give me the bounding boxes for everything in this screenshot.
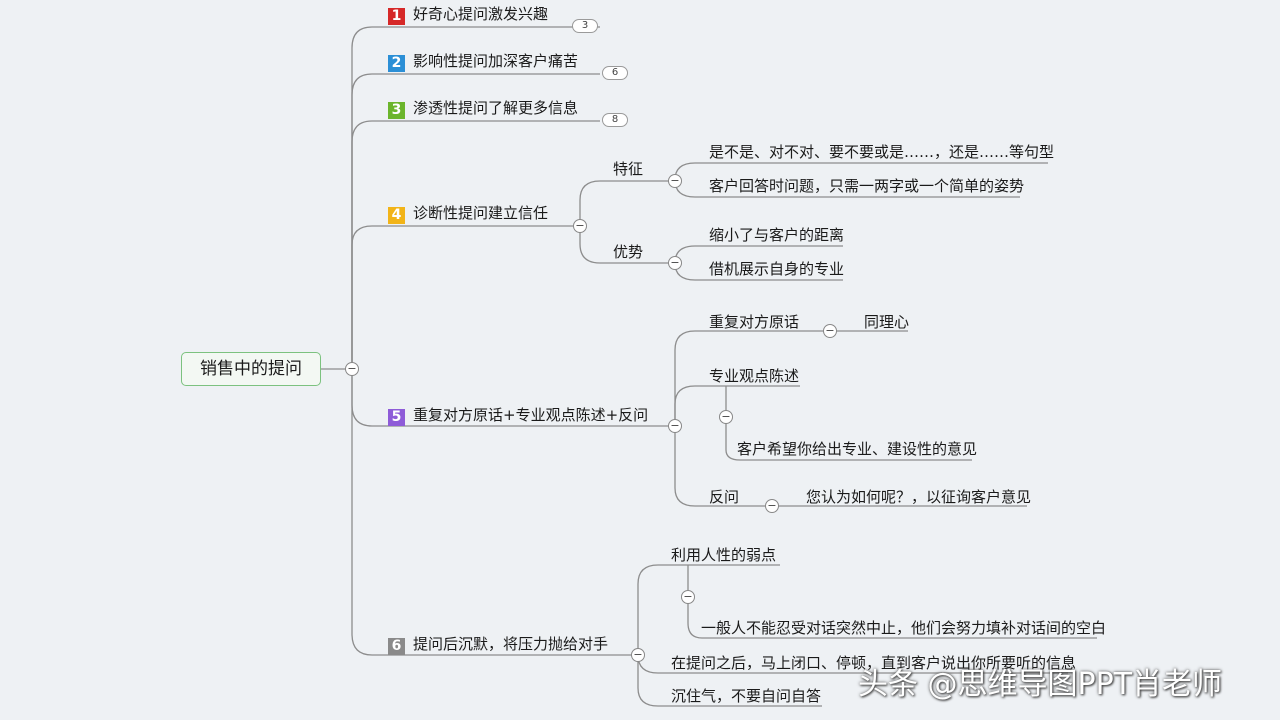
watermark: 头条 @思维导图PPT肖老师 xyxy=(858,667,1223,702)
number-badge-4: 4 xyxy=(388,207,405,224)
topic-customer-expects[interactable]: 客户希望你给出专业、建设性的意见 xyxy=(737,440,978,458)
topic-stay-calm[interactable]: 沉住气，不要自问自答 xyxy=(671,687,822,705)
collapse-button-weakness[interactable]: − xyxy=(681,590,695,604)
expand-count-3[interactable]: 8 xyxy=(602,113,628,127)
expand-count-2[interactable]: 6 xyxy=(602,66,628,80)
topic-features[interactable]: 特征 xyxy=(613,160,644,178)
branch-3-label: 渗透性提问了解更多信息 xyxy=(413,99,579,117)
topic-repeat-words[interactable]: 重复对方原话 xyxy=(709,313,800,331)
expand-count-1[interactable]: 3 xyxy=(572,19,598,33)
branch-2[interactable]: 2 影响性提问加深客户痛苦 xyxy=(388,52,578,72)
topic-professional-view[interactable]: 专业观点陈述 xyxy=(709,367,800,385)
branch-2-label: 影响性提问加深客户痛苦 xyxy=(413,52,579,70)
branch-5-label: 重复对方原话+专业观点陈述+反问 xyxy=(413,406,649,424)
collapse-button-4[interactable]: − xyxy=(573,219,587,233)
number-badge-6: 6 xyxy=(388,638,405,655)
topic-pause-after-question[interactable]: 在提问之后，马上闭口、停顿，直到客户说出你所要听的信息 xyxy=(671,654,1077,672)
collapse-button-professional[interactable]: − xyxy=(719,410,733,424)
number-badge-1: 1 xyxy=(388,8,405,25)
branch-5[interactable]: 5 重复对方原话+专业观点陈述+反问 xyxy=(388,406,648,426)
topic-human-weakness[interactable]: 利用人性的弱点 xyxy=(671,546,777,564)
collapse-button-features[interactable]: − xyxy=(668,174,682,188)
collapse-button-repeat[interactable]: − xyxy=(823,324,837,338)
number-badge-2: 2 xyxy=(388,55,405,72)
branch-1[interactable]: 1 好奇心提问激发兴趣 xyxy=(388,5,548,25)
number-badge-3: 3 xyxy=(388,102,405,119)
topic-fill-silence[interactable]: 一般人不能忍受对话突然中止，他们会努力填补对话间的空白 xyxy=(701,619,1107,637)
topic-feature-2[interactable]: 客户回答时问题，只需一两字或一个简单的姿势 xyxy=(709,177,1025,195)
topic-advantage-1[interactable]: 缩小了与客户的距离 xyxy=(709,226,845,244)
number-badge-5: 5 xyxy=(388,409,405,426)
branch-1-label: 好奇心提问激发兴趣 xyxy=(413,5,549,23)
topic-advantages[interactable]: 优势 xyxy=(613,243,644,261)
collapse-button-6[interactable]: − xyxy=(631,648,645,662)
collapse-button-root[interactable]: − xyxy=(345,362,359,376)
topic-feature-1[interactable]: 是不是、对不对、要不要或是……，还是……等句型 xyxy=(709,143,1055,161)
branch-3[interactable]: 3 渗透性提问了解更多信息 xyxy=(388,99,578,119)
topic-empathy[interactable]: 同理心 xyxy=(864,313,910,331)
branch-6-label: 提问后沉默，将压力抛给对手 xyxy=(413,635,609,653)
collapse-button-ask-back[interactable]: − xyxy=(765,499,779,513)
collapse-button-advantages[interactable]: − xyxy=(668,256,682,270)
topic-ask-back[interactable]: 反问 xyxy=(709,488,740,506)
topic-ask-opinion[interactable]: 您认为如何呢？，以征询客户意见 xyxy=(806,488,1032,506)
topic-advantage-2[interactable]: 借机展示自身的专业 xyxy=(709,260,845,278)
branch-6[interactable]: 6 提问后沉默，将压力抛给对手 xyxy=(388,635,608,655)
collapse-button-5[interactable]: − xyxy=(668,419,682,433)
branch-4-label: 诊断性提问建立信任 xyxy=(413,204,549,222)
branch-4[interactable]: 4 诊断性提问建立信任 xyxy=(388,204,548,224)
root-topic[interactable]: 销售中的提问 xyxy=(181,352,321,386)
